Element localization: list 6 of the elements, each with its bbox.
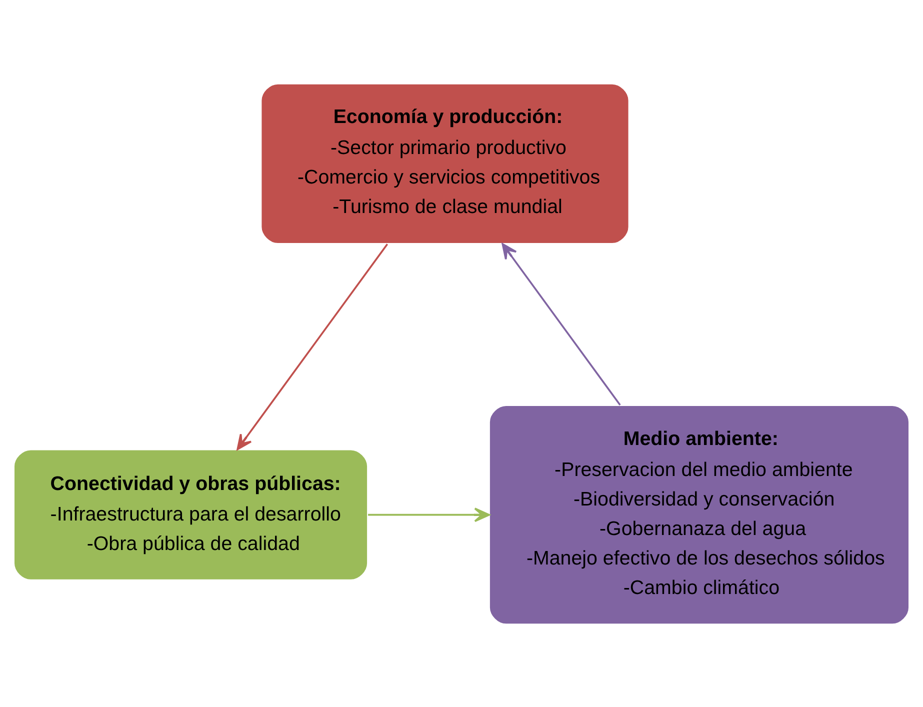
arrow bbox=[236, 243, 388, 450]
node-box: Medio ambiente: -Preservacion del medio ambiente -Biodiversidad y conservación -Gobernanaza del agua -Manejo efectivo de los desechos sólidos -Cambio climático bbox=[488, 404, 910, 625]
node-box: Economía y producción: -Sector primario productivo -Comercio y servicios competitivos -Turismo de clase mundial bbox=[260, 82, 630, 244]
arrow bbox=[502, 242, 621, 406]
node-box: Conectividad y obras públicas: -Infraestructura para el desarrollo -Obra pública de calidad bbox=[13, 448, 368, 580]
arrow bbox=[368, 507, 490, 522]
